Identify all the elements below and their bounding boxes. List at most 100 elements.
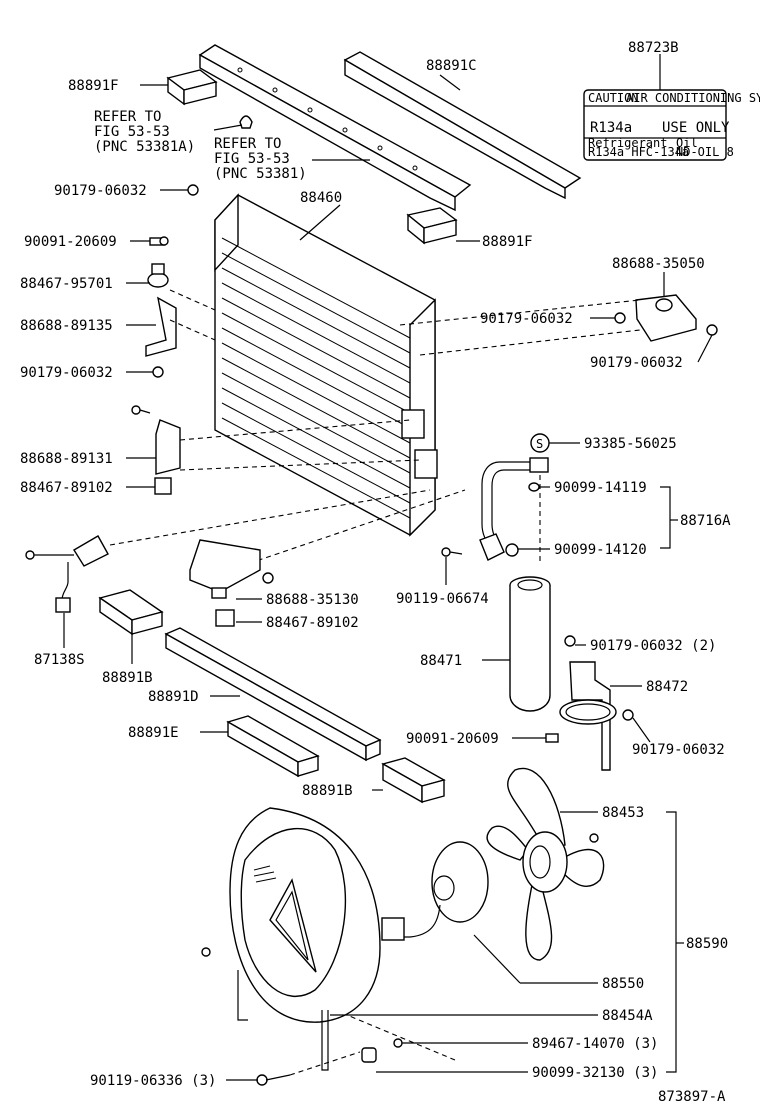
pad-88891D [164, 627, 382, 762]
shroud-88454A [229, 807, 381, 1071]
label-90179-06032-d: 90179-06032 [590, 355, 683, 371]
label-refer1-l1: REFER TO [94, 109, 161, 125]
label-88467-89102-a: 88467-89102 [20, 480, 113, 496]
label-88460: 88460 [300, 190, 342, 206]
label-88467-95701: 88467-95701 [20, 276, 113, 292]
label-88891B-b: 88891B [302, 783, 353, 799]
caution-label-88723B: CAUTION AIR CONDITIONING SYSTEM R134a US… [583, 89, 760, 161]
label-90179-06032-f: 90179-06032 [632, 742, 725, 758]
nut-90179-a [187, 184, 199, 196]
part-labels: 88891F 88891C 88723B REFER TO FIG 53-53 … [20, 40, 731, 1105]
label-90099-14119: 90099-14119 [554, 480, 647, 496]
label-88454A: 88454A [602, 1008, 653, 1024]
label-90179-06032-b: 90179-06032 [480, 311, 573, 327]
pad-88891F-mid [406, 207, 458, 245]
nut-90179-d [706, 324, 718, 336]
label-90099-14120: 90099-14120 [554, 542, 647, 558]
label-88716A: 88716A [680, 513, 731, 529]
bracket-88472 [559, 661, 617, 771]
pad-88891E [226, 715, 320, 778]
label-87138S: 87138S [34, 652, 85, 668]
label-88891F-top: 88891F [68, 78, 119, 94]
collar-89467-14070 [393, 1038, 403, 1048]
rail-88891C [343, 51, 582, 200]
caution-small-1: Refrigerant [588, 136, 667, 150]
condenser-88460 [214, 193, 438, 537]
bracket-88688-89131 [155, 419, 181, 475]
label-88891E: 88891E [128, 725, 179, 741]
label-88550: 88550 [602, 976, 644, 992]
bracket-88688-89135 [145, 296, 177, 357]
bolt-shroud-left [201, 947, 211, 957]
label-88688-35050: 88688-35050 [612, 256, 705, 272]
bolt-90091-b [545, 733, 559, 743]
label-refer1-l3: (PNC 53381A) [94, 139, 195, 155]
bracket-88688-35130 [189, 539, 274, 599]
label-88472: 88472 [646, 679, 688, 695]
nut-90179-f [622, 709, 634, 721]
bolt-90119-06336 [256, 1074, 291, 1086]
s-mark-text: S [536, 437, 543, 451]
label-88891D: 88891D [148, 689, 199, 705]
motor-88550 [381, 841, 489, 941]
label-88891C: 88891C [426, 58, 477, 74]
label-88453: 88453 [602, 805, 644, 821]
pad-88891B-left [98, 589, 164, 636]
label-88467-89102-b: 88467-89102 [266, 615, 359, 631]
label-88688-35130: 88688-35130 [266, 592, 359, 608]
bolt-90119-06674 [441, 547, 463, 557]
label-90179-06032-a: 90179-06032 [54, 183, 147, 199]
pad-88891B-right [381, 757, 446, 804]
bolt-fan [589, 833, 599, 843]
fan-88453 [486, 767, 605, 961]
grommet-90099-32130 [361, 1047, 377, 1063]
label-90091-20609-a: 90091-20609 [24, 234, 117, 250]
leader-lines [63, 54, 713, 1081]
label-88688-89131: 88688-89131 [20, 451, 113, 467]
caution-small-2: R134a HFC-134a [588, 145, 689, 159]
nut-90179-c [152, 366, 164, 378]
label-diagram-ref: 873897-A [658, 1089, 726, 1105]
label-90119-06336: 90119-06336 (3) [90, 1073, 216, 1089]
use-only-text: USE ONLY [662, 120, 730, 136]
mount-88467-89102-a [154, 477, 172, 495]
mount-88467-89102-b [215, 609, 235, 627]
bracket-88688-35050 [635, 294, 697, 342]
label-89467-14070: 89467-14070 (3) [532, 1036, 658, 1052]
refrigerant-text: R134a [590, 120, 632, 136]
dashed-leaders [109, 289, 641, 1076]
oring-90099-14120 [505, 543, 519, 557]
caution-system-text: AIR CONDITIONING SYSTEM [626, 91, 760, 105]
label-refer2-l3: (PNC 53381) [214, 166, 307, 182]
nut-90179-e [564, 635, 576, 647]
bolt-small-b [131, 405, 151, 415]
oring-90099-14119 [528, 482, 540, 492]
label-90091-20609-b: 90091-20609 [406, 731, 499, 747]
label-88590: 88590 [686, 936, 728, 952]
pipe-88716A [479, 457, 549, 561]
label-88723B: 88723B [628, 40, 679, 56]
caution-small-3: Oil [676, 136, 698, 150]
label-88471: 88471 [420, 653, 462, 669]
bracket-switch-left [25, 535, 109, 613]
receiver-dryer-88471 [509, 576, 551, 712]
s-marker: S [530, 433, 550, 453]
label-90179-06032-e: 90179-06032 (2) [590, 638, 716, 654]
label-88891B-a: 88891B [102, 670, 153, 686]
label-90119-06674: 90119-06674 [396, 591, 489, 607]
label-90099-32130: 90099-32130 (3) [532, 1065, 658, 1081]
pad-88891F-top [166, 69, 218, 106]
label-refer2-l1: REFER TO [214, 136, 281, 152]
label-90179-06032-c: 90179-06032 [20, 365, 113, 381]
caution-small-4: ND-OIL 8 [676, 145, 734, 159]
clip-53381A [239, 115, 253, 129]
nut-90179-b [614, 312, 626, 324]
label-88688-89135: 88688-89135 [20, 318, 113, 334]
label-88891F-mid: 88891F [482, 234, 533, 250]
label-refer1-l2: FIG 53-53 [94, 124, 170, 140]
rail-88891-left [198, 44, 472, 212]
caution-text: CAUTION [588, 91, 639, 105]
mount-88467-95701 [147, 263, 169, 288]
